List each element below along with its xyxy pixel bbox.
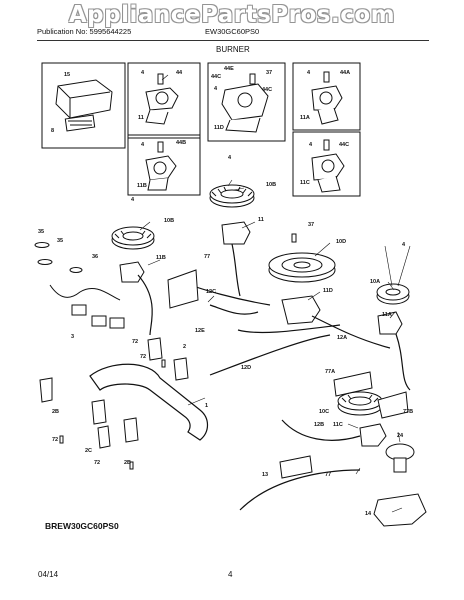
label-77a: 77A xyxy=(325,369,335,375)
model-number: EW30GC60PS0 xyxy=(205,27,260,36)
label-44: 44 xyxy=(176,70,183,76)
label-11c: 11C xyxy=(333,422,343,428)
label-11-mid: 11 xyxy=(258,217,264,223)
inset-box-11d xyxy=(207,62,286,142)
footer-model-code: BREW30GC60PS0 xyxy=(45,521,119,531)
label-77-low: 77 xyxy=(325,472,331,478)
label-11: 11 xyxy=(138,115,144,121)
label-11c-box: 11C xyxy=(300,180,310,186)
label-14: 14 xyxy=(365,511,372,517)
label-35b: 35 xyxy=(57,238,63,244)
label-10c: 10C xyxy=(319,409,329,415)
label-10a: 10A xyxy=(370,279,380,285)
label-24: 24 xyxy=(397,433,404,439)
label-72a: 72 xyxy=(132,339,138,345)
label-35a: 35 xyxy=(38,229,44,235)
label-8: 8 xyxy=(51,128,54,134)
label-4a: 4 xyxy=(141,70,145,76)
label-11d-box: 11D xyxy=(214,125,224,131)
label-1: 1 xyxy=(205,403,208,409)
section-title: BURNER xyxy=(216,45,250,54)
label-12a: 12A xyxy=(337,335,347,341)
label-12c: 12C xyxy=(206,289,216,295)
label-12d: 12D xyxy=(241,365,251,371)
label-72d: 72 xyxy=(94,460,100,466)
inset-box-11a xyxy=(292,62,361,131)
label-37: 37 xyxy=(266,70,272,76)
label-77b: 77B xyxy=(403,409,413,415)
inset-box-11 xyxy=(127,62,201,139)
header-rule xyxy=(37,40,429,41)
label-13: 13 xyxy=(262,472,268,478)
label-72c: 72 xyxy=(52,437,58,443)
label-11d: 11D xyxy=(323,288,333,294)
label-44c-2: 44C xyxy=(262,87,272,93)
inset-box-11c xyxy=(292,131,361,197)
inset-box-11b xyxy=(127,134,201,196)
label-11b: 11B xyxy=(156,255,166,261)
label-4g: 4 xyxy=(131,197,135,203)
label-2b-2: 2B xyxy=(124,460,131,466)
label-44a: 44A xyxy=(340,70,350,76)
inset-box-15-8 xyxy=(41,62,126,149)
label-4d: 4 xyxy=(141,142,145,148)
label-10b-top: 10B xyxy=(266,182,276,188)
label-4h: 4 xyxy=(402,242,406,248)
label-44c-top: 44C xyxy=(211,74,221,80)
label-11a: 11A xyxy=(382,312,392,318)
label-72b: 72 xyxy=(140,354,146,360)
label-37-mid: 37 xyxy=(308,222,314,228)
label-2c: 2C xyxy=(85,448,92,454)
label-36: 36 xyxy=(92,254,98,260)
watermark: AppliancePartsPros.com xyxy=(68,2,396,28)
label-10b: 10B xyxy=(164,218,174,224)
label-2a: 2 xyxy=(183,344,186,350)
label-12e: 12E xyxy=(195,328,205,334)
label-4c: 4 xyxy=(307,70,311,76)
label-10d: 10D xyxy=(336,239,346,245)
footer-date: 04/14 xyxy=(38,570,59,579)
label-4f: 4 xyxy=(228,155,232,161)
publication-number: Publication No: 5995644225 xyxy=(37,27,132,36)
label-44e: 44E xyxy=(224,66,234,72)
label-11b-box: 11B xyxy=(137,183,147,189)
label-4e: 4 xyxy=(309,142,313,148)
label-44c-3: 44C xyxy=(339,142,349,148)
label-15: 15 xyxy=(64,72,70,78)
label-12b: 12B xyxy=(314,422,324,428)
label-2b: 2B xyxy=(52,409,59,415)
footer-page-number: 4 xyxy=(228,570,233,579)
label-4b: 4 xyxy=(214,86,218,92)
label-3: 3 xyxy=(71,334,74,340)
label-77: 77 xyxy=(204,254,210,260)
label-11a-box: 11A xyxy=(300,115,310,121)
label-44b: 44B xyxy=(176,140,186,146)
